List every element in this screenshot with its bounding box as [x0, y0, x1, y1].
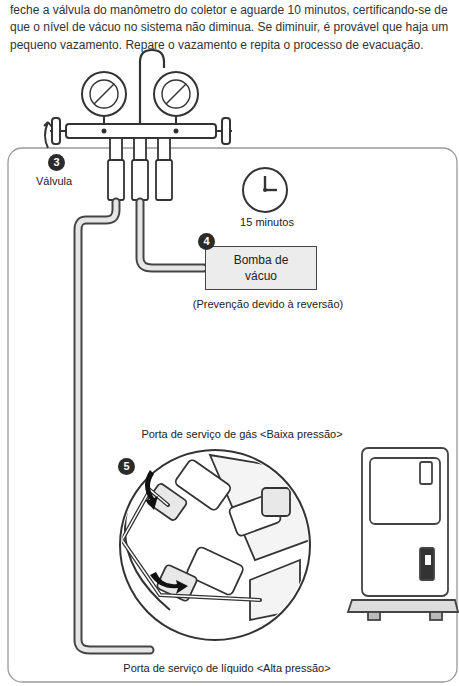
- manifold: [66, 124, 216, 138]
- box-text: Bomba de vácuo: [225, 253, 297, 284]
- callout-number: 4: [198, 233, 215, 250]
- callout-number: 3: [48, 154, 65, 171]
- gauge: [82, 72, 198, 124]
- part-label: 15 minutos: [238, 216, 296, 229]
- service-valves: [125, 455, 310, 620]
- magnifier: [120, 450, 310, 640]
- rotate-arrow: [145, 470, 188, 594]
- part-label: Porta de serviço de líquido <Alta pressã…: [121, 662, 332, 675]
- clock-icon: [243, 168, 287, 212]
- turn-arrow: [44, 122, 52, 148]
- outdoor-unit: [348, 448, 458, 620]
- gauge-face: [90, 80, 190, 108]
- panel-frame: [8, 148, 457, 682]
- callout-number: 5: [118, 458, 135, 475]
- part-label: (Prevenção devido à reversão): [191, 298, 345, 311]
- hose-coupling: [108, 138, 172, 200]
- hex-key: [122, 490, 260, 600]
- instruction-text: feche a válvula do manômetro do coletor …: [10, 2, 450, 54]
- process-box: Bomba de vácuo: [205, 246, 317, 290]
- part-label: Porta de serviço de gás <Baixa pressão>: [139, 428, 344, 441]
- part-label: Válvula: [34, 175, 74, 188]
